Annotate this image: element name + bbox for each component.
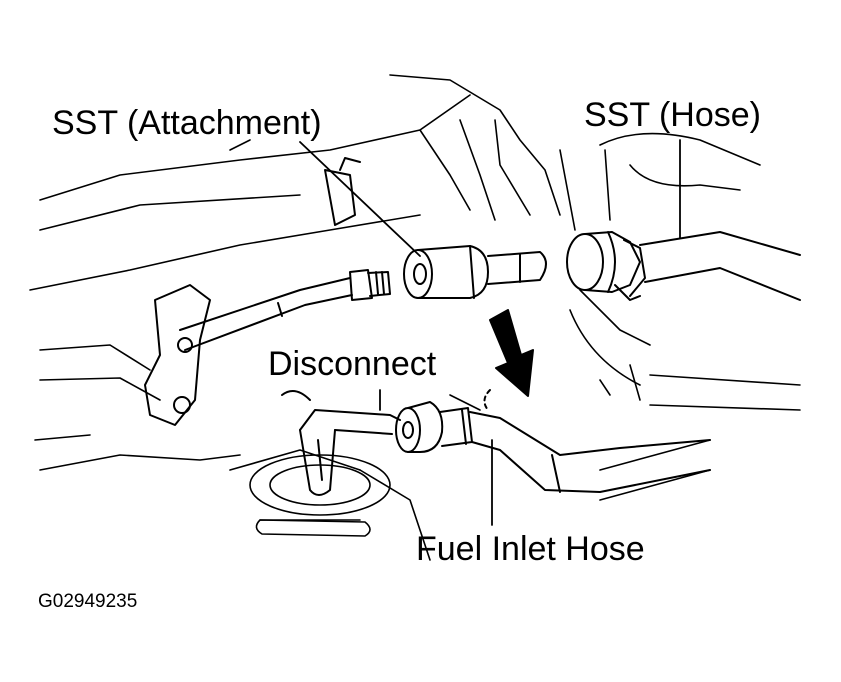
attachment-leader: [299, 141, 421, 257]
sst-hose-clamp: [566, 231, 646, 301]
disconnect-arrow: [489, 309, 534, 397]
sst-hose-label: SST (Hose): [584, 96, 761, 134]
fuel-inlet-hose-tube: [469, 411, 711, 493]
fuel-inlet-fitting: [281, 390, 473, 496]
fuel-inlet-hose-label: Fuel Inlet Hose: [416, 530, 645, 568]
figure-code: G02949235: [38, 591, 138, 612]
background-body-lines: [29, 74, 801, 561]
leader-lines: [299, 139, 681, 526]
sst-hose-tube: [639, 231, 801, 301]
disconnect-label: Disconnect: [268, 345, 437, 383]
sst-attachment-body: [403, 245, 547, 299]
sst-attachment-label: SST (Attachment): [52, 104, 322, 142]
fuel-line-left: [179, 277, 353, 351]
disconnect-dash: [483, 389, 491, 411]
left-bracket: [144, 157, 361, 426]
threaded-fitting: [349, 269, 391, 301]
